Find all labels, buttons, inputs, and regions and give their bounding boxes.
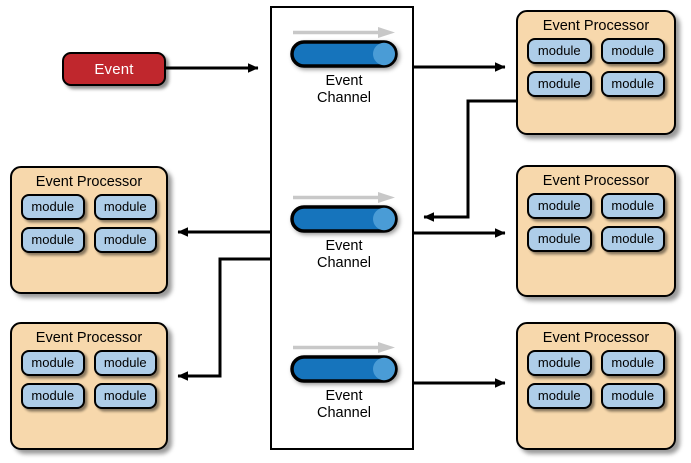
- event-source-label: Event: [94, 60, 134, 78]
- event-channel-top-label: Event Channel: [316, 73, 371, 107]
- module-box[interactable]: module: [600, 193, 665, 219]
- event-channel-container: Event Channel Event Channel: [270, 6, 414, 450]
- module-grid: module module module module: [518, 38, 674, 106]
- flow-direction-arrow-icon: [293, 27, 395, 38]
- event-channel-middle[interactable]: Event Channel: [269, 191, 419, 272]
- processor-top-right[interactable]: Event Processor module module module mod…: [516, 10, 676, 135]
- module-box[interactable]: module: [600, 226, 665, 252]
- connector-middle-channel-to-bottom-left-processor: [177, 257, 270, 381]
- module-box[interactable]: module: [600, 71, 665, 97]
- processor-title: Event Processor: [35, 174, 143, 190]
- module-box[interactable]: module: [527, 193, 592, 219]
- module-grid: module module module module: [518, 193, 674, 261]
- module-box[interactable]: module: [600, 383, 665, 409]
- event-channel-pipe-icon: [290, 355, 398, 383]
- module-box[interactable]: module: [527, 38, 592, 64]
- module-grid: module module module module: [12, 350, 166, 418]
- connector-top-right-processor-to-middle-channel: [423, 99, 516, 222]
- module-box[interactable]: module: [93, 227, 157, 253]
- module-box[interactable]: module: [600, 38, 665, 64]
- module-box[interactable]: module: [21, 383, 85, 409]
- module-box[interactable]: module: [21, 227, 85, 253]
- flow-direction-arrow-icon: [293, 192, 395, 203]
- module-grid: module module module module: [12, 194, 166, 262]
- processor-bottom-right[interactable]: Event Processor module module module mod…: [516, 322, 676, 450]
- module-box[interactable]: module: [527, 71, 592, 97]
- processor-middle-right[interactable]: Event Processor module module module mod…: [516, 165, 676, 297]
- processor-title: Event Processor: [542, 18, 650, 34]
- module-box[interactable]: module: [93, 350, 157, 376]
- event-channel-pipe-icon: [290, 205, 398, 233]
- event-source-box[interactable]: Event: [62, 52, 166, 86]
- event-channel-bottom-label: Event Channel: [316, 388, 371, 422]
- module-box[interactable]: module: [93, 383, 157, 409]
- module-grid: module module module module: [518, 350, 674, 418]
- flow-direction-arrow-icon: [293, 342, 395, 353]
- processor-title: Event Processor: [542, 173, 650, 189]
- event-channel-pipe-icon: [290, 40, 398, 68]
- processor-middle-left[interactable]: Event Processor module module module mod…: [10, 166, 168, 294]
- event-channel-top[interactable]: Event Channel: [269, 26, 419, 107]
- processor-title: Event Processor: [542, 330, 650, 346]
- module-box[interactable]: module: [527, 350, 592, 376]
- event-channel-bottom[interactable]: Event Channel: [269, 341, 419, 422]
- processor-title: Event Processor: [35, 330, 143, 346]
- module-box[interactable]: module: [21, 350, 85, 376]
- event-channel-middle-label: Event Channel: [316, 238, 371, 272]
- module-box[interactable]: module: [600, 350, 665, 376]
- module-box[interactable]: module: [93, 194, 157, 220]
- module-box[interactable]: module: [21, 194, 85, 220]
- module-box[interactable]: module: [527, 383, 592, 409]
- processor-bottom-left[interactable]: Event Processor module module module mod…: [10, 322, 168, 450]
- module-box[interactable]: module: [527, 226, 592, 252]
